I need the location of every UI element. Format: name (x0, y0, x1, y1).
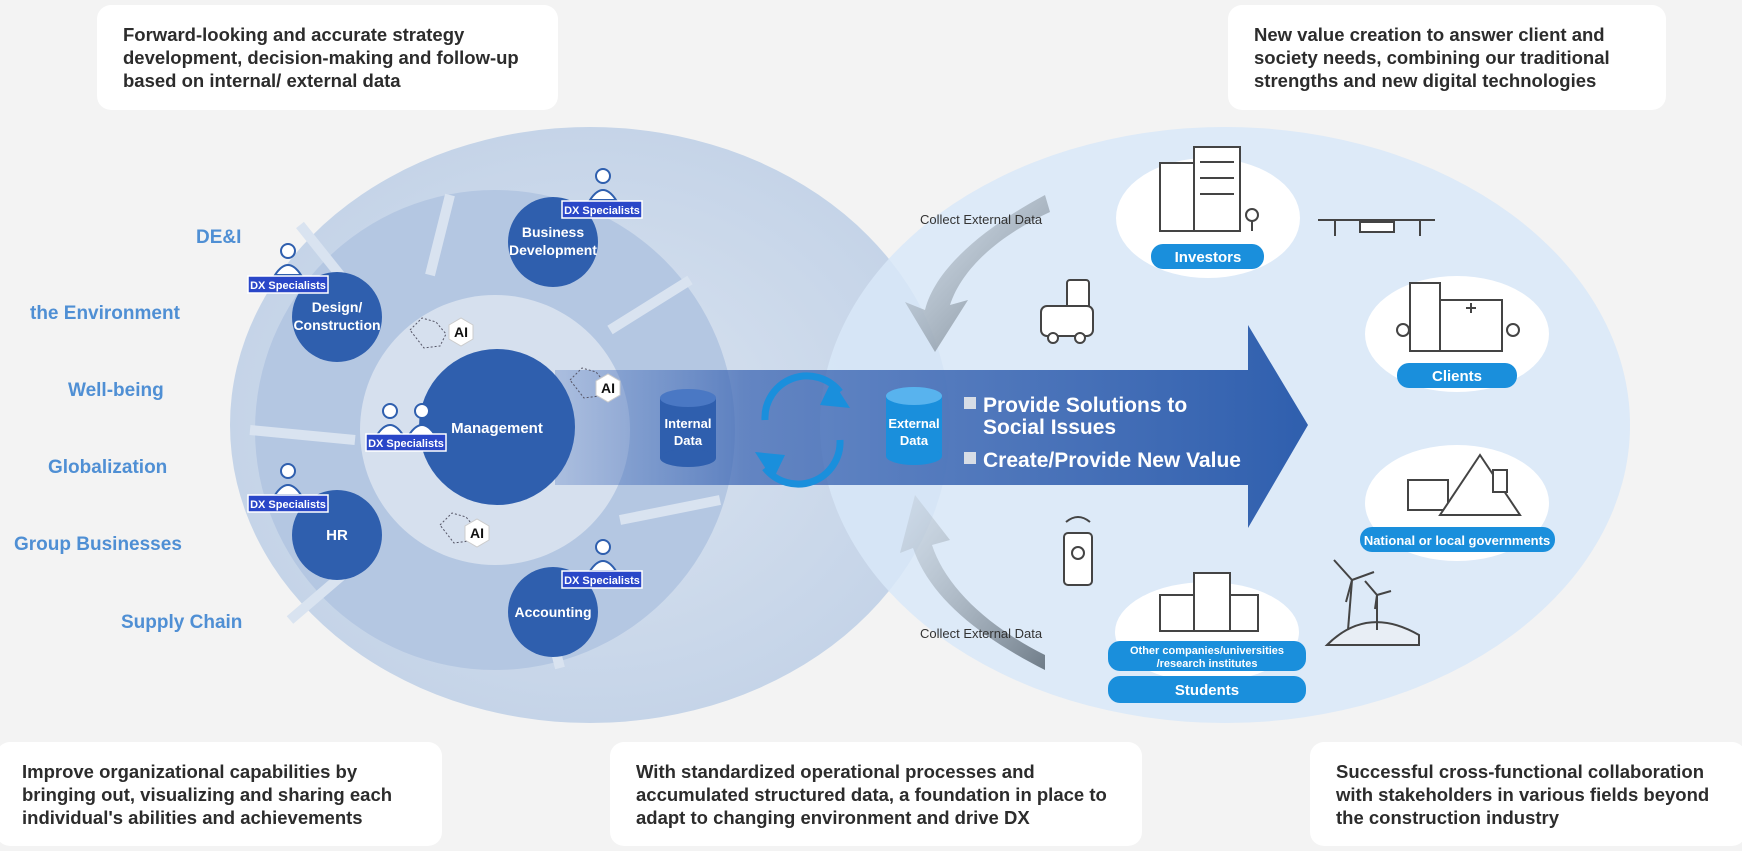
internal-data-label-2: Data (674, 433, 703, 448)
campus-icon (1159, 572, 1259, 632)
internal-data-label-1: Internal (665, 416, 712, 431)
dx-specialists-badge: DX Specialists (564, 205, 640, 217)
dept-label-business-1: Business (522, 224, 584, 240)
note-bottom-center-text: With standardized operational processes … (636, 761, 1107, 828)
dept-label-accounting: Accounting (515, 604, 592, 620)
ai-label: AI (601, 380, 615, 396)
sync-cycle-icon (755, 372, 850, 488)
stakeholder-clients: Clients (1365, 276, 1549, 392)
office-building-icon (1159, 146, 1259, 232)
note-bottom-left-text: Improve organizational capabilities by b… (22, 761, 393, 828)
person-icon (273, 463, 303, 496)
dx-specialist-group-management: DX Specialists (365, 403, 447, 452)
external-data-label-1: External (888, 416, 939, 431)
hospital-icon (1396, 282, 1520, 352)
internal-data-cylinder: Internal Data (660, 389, 716, 467)
stakeholder-label-students: Students (1175, 682, 1239, 699)
stakeholder-label-governments: National or local governments (1364, 533, 1550, 548)
dept-label-management: Management (451, 420, 543, 437)
side-label-dei: DE&I (196, 227, 241, 248)
collect-arrow-top (905, 195, 1050, 352)
collect-external-data-top: Collect External Data (920, 212, 1043, 227)
drone-icon (1318, 219, 1435, 236)
smartphone-icon (1063, 516, 1093, 586)
ai-label: AI (454, 324, 468, 340)
dept-management (419, 349, 575, 505)
dept-business-development (508, 197, 598, 287)
stakeholder-governments: National or local governments (1360, 445, 1555, 561)
dx-specialist-group-design: DX Specialists (247, 243, 329, 294)
dx-specialists-badge: DX Specialists (368, 438, 444, 450)
note-top-left-text: Forward-looking and accurate strategy de… (123, 24, 519, 91)
collect-external-data-bottom: Collect External Data (920, 626, 1043, 641)
dx-specialist-group-accounting: DX Specialists (561, 539, 643, 589)
side-label-wellbeing: Well-being (68, 380, 164, 401)
side-label-group-businesses: Group Businesses (14, 534, 182, 555)
dept-label-design-2: Construction (293, 317, 380, 333)
dept-label-business-2: Development (509, 242, 597, 258)
bullet-square (964, 397, 976, 409)
arrow-item-1-line-1: Provide Solutions to (983, 394, 1187, 417)
note-top-right: New value creation to answer client and … (1228, 5, 1666, 110)
external-data-cylinder: External Data (886, 387, 942, 465)
person-icon (273, 243, 303, 276)
ai-icon: AI (439, 512, 490, 548)
ai-icon: AI (569, 367, 621, 403)
dx-specialists-badge: DX Specialists (564, 575, 640, 587)
note-bottom-center: With standardized operational processes … (610, 742, 1142, 846)
stakeholder-label-other-2: /research institutes (1157, 658, 1258, 670)
dept-accounting (508, 567, 598, 657)
dx-specialist-group-business: DX Specialists (561, 168, 643, 219)
person-icon (588, 168, 618, 201)
side-label-environment: the Environment (30, 303, 181, 324)
note-bottom-left: Improve organizational capabilities by b… (0, 742, 442, 846)
ai-icon: AI (409, 317, 474, 349)
ev-charging-icon (1040, 279, 1094, 344)
stakeholder-other-orgs: Other companies/universities /research i… (1108, 572, 1306, 703)
government-icon (1407, 453, 1522, 516)
side-label-globalization: Globalization (48, 457, 167, 478)
note-bottom-right-text: Successful cross-functional collaboratio… (1336, 761, 1710, 828)
wind-turbine-icon (1324, 559, 1420, 646)
dept-label-design-1: Design/ (312, 299, 363, 315)
dept-design-construction (292, 272, 382, 362)
dx-specialists-badge: DX Specialists (250, 499, 326, 511)
stakeholder-investors: Investors (1116, 146, 1300, 278)
dept-label-hr: HR (326, 527, 348, 544)
ai-label: AI (470, 525, 484, 541)
arrow-item-2: Create/Provide New Value (983, 449, 1241, 472)
bullet-square (964, 452, 976, 464)
external-data-label-2: Data (900, 433, 929, 448)
dx-specialist-group-hr: DX Specialists (247, 463, 329, 513)
stakeholder-label-other-1: Other companies/universities (1130, 645, 1284, 657)
stakeholder-label-investors: Investors (1175, 249, 1242, 266)
stakeholder-label-clients: Clients (1432, 368, 1482, 385)
note-top-left: Forward-looking and accurate strategy de… (97, 5, 558, 110)
dx-specialists-badge: DX Specialists (250, 280, 326, 292)
note-bottom-right: Successful cross-functional collaboratio… (1310, 742, 1742, 846)
arrow-item-1-line-2: Social Issues (983, 416, 1116, 439)
note-top-right-text: New value creation to answer client and … (1254, 24, 1610, 91)
side-label-supply-chain: Supply Chain (121, 612, 242, 633)
collect-arrow-bottom (900, 495, 1045, 670)
